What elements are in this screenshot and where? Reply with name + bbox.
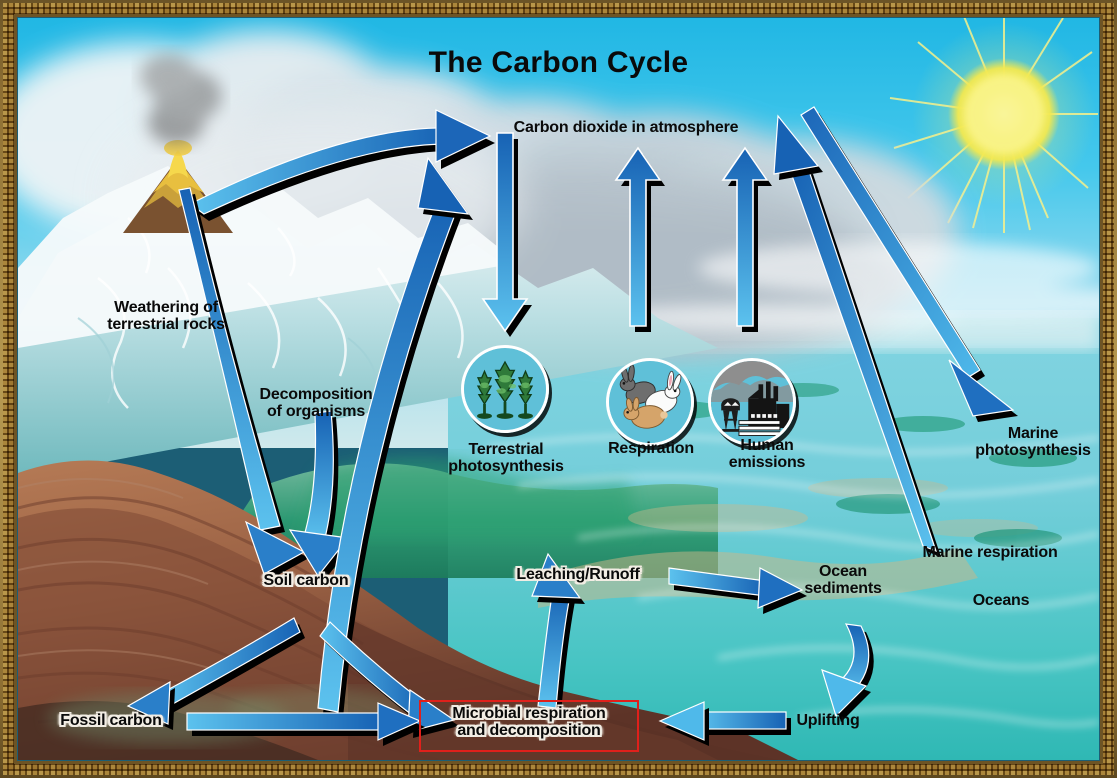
label-terrestrial-photosynthesis: Terrestrial photosynthesis [448,441,564,476]
arrow-soil-to-fossil [126,617,305,730]
label-uplifting: Uplifting [796,712,860,729]
label-fossil-carbon: Fossil carbon [60,712,162,729]
arrow-microbial-to-leaching [531,552,585,714]
label-soil-carbon: Soil carbon [263,572,349,589]
arrow-weathering-to-soil [178,187,309,580]
label-marine-respiration: Marine respiration [922,544,1058,561]
page-title: The Carbon Cycle [428,46,689,79]
factory-icon [708,358,796,446]
label-microbial-respiration: Microbial respiration and decomposition [452,705,606,740]
arrow-leaching-to-sediments [668,567,807,614]
arrow-microbial-to-atmosphere [317,156,473,718]
trees-icon-glyph [464,348,546,430]
label-human-emissions: Human emissions [728,437,806,472]
rabbits-icon [606,358,694,446]
rabbits-icon-glyph [609,361,691,443]
label-oceans: Oceans [972,592,1030,609]
microbial-highlight-box [419,700,639,752]
arrow-volcanic-outgassing [188,109,495,221]
label-ocean-sediments: Ocean sediments [804,563,882,598]
label-leaching-runoff: Leaching/Runoff [516,566,640,583]
label-marine-photosynthesis: Marine photosynthesis [975,425,1091,460]
label-weathering: Weathering of terrestrial rocks [107,299,225,334]
arrow-marine-respiration-to-atmosphere [773,114,941,557]
trees-icon [461,345,549,433]
arrow-human-emissions-to-atmosphere [721,146,772,332]
flow-arrows-layer [126,106,1018,746]
arrow-fossil-to-microbial [186,702,425,746]
arrow-respiration-to-atmosphere [614,146,665,332]
label-atmosphere: Carbon dioxide in atmosphere [513,119,739,136]
arrow-atmosphere-to-marine-photosynthesis [800,106,1018,422]
arrow-atmosphere-to-terrestrial-photosynthesis [481,132,532,337]
label-respiration: Respiration [608,440,694,457]
factory-icon-glyph [711,361,793,443]
arrow-sediments-to-uplifting [821,623,874,722]
arrow-uplifting-to-microbial [658,701,791,746]
label-decomposition: Decomposition of organisms [259,386,373,421]
scene: The Carbon Cycle Carbon dioxide in atmos… [18,18,1099,760]
